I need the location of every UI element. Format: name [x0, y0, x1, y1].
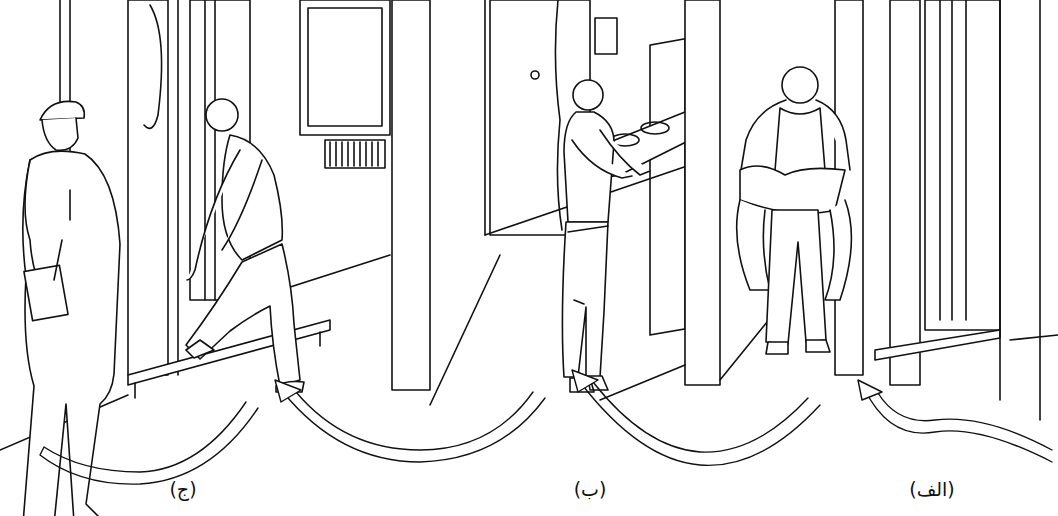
- curved-arrow: [580, 382, 820, 465]
- panel-label: (ب): [574, 478, 607, 500]
- panel-label: (ج): [169, 478, 196, 500]
- locker-room: [720, 0, 1058, 420]
- man-undressing: [737, 67, 852, 354]
- curved-arrow: [40, 402, 258, 484]
- flow-arrows: [40, 370, 1052, 484]
- curved-arrow: [283, 392, 545, 462]
- man-washing: [562, 80, 650, 392]
- man-dressing: [186, 99, 304, 392]
- man-in-coat: [22, 101, 120, 516]
- curved-arrow: [865, 390, 1052, 462]
- panel-label: (الف): [909, 478, 955, 500]
- washroom: [430, 0, 720, 405]
